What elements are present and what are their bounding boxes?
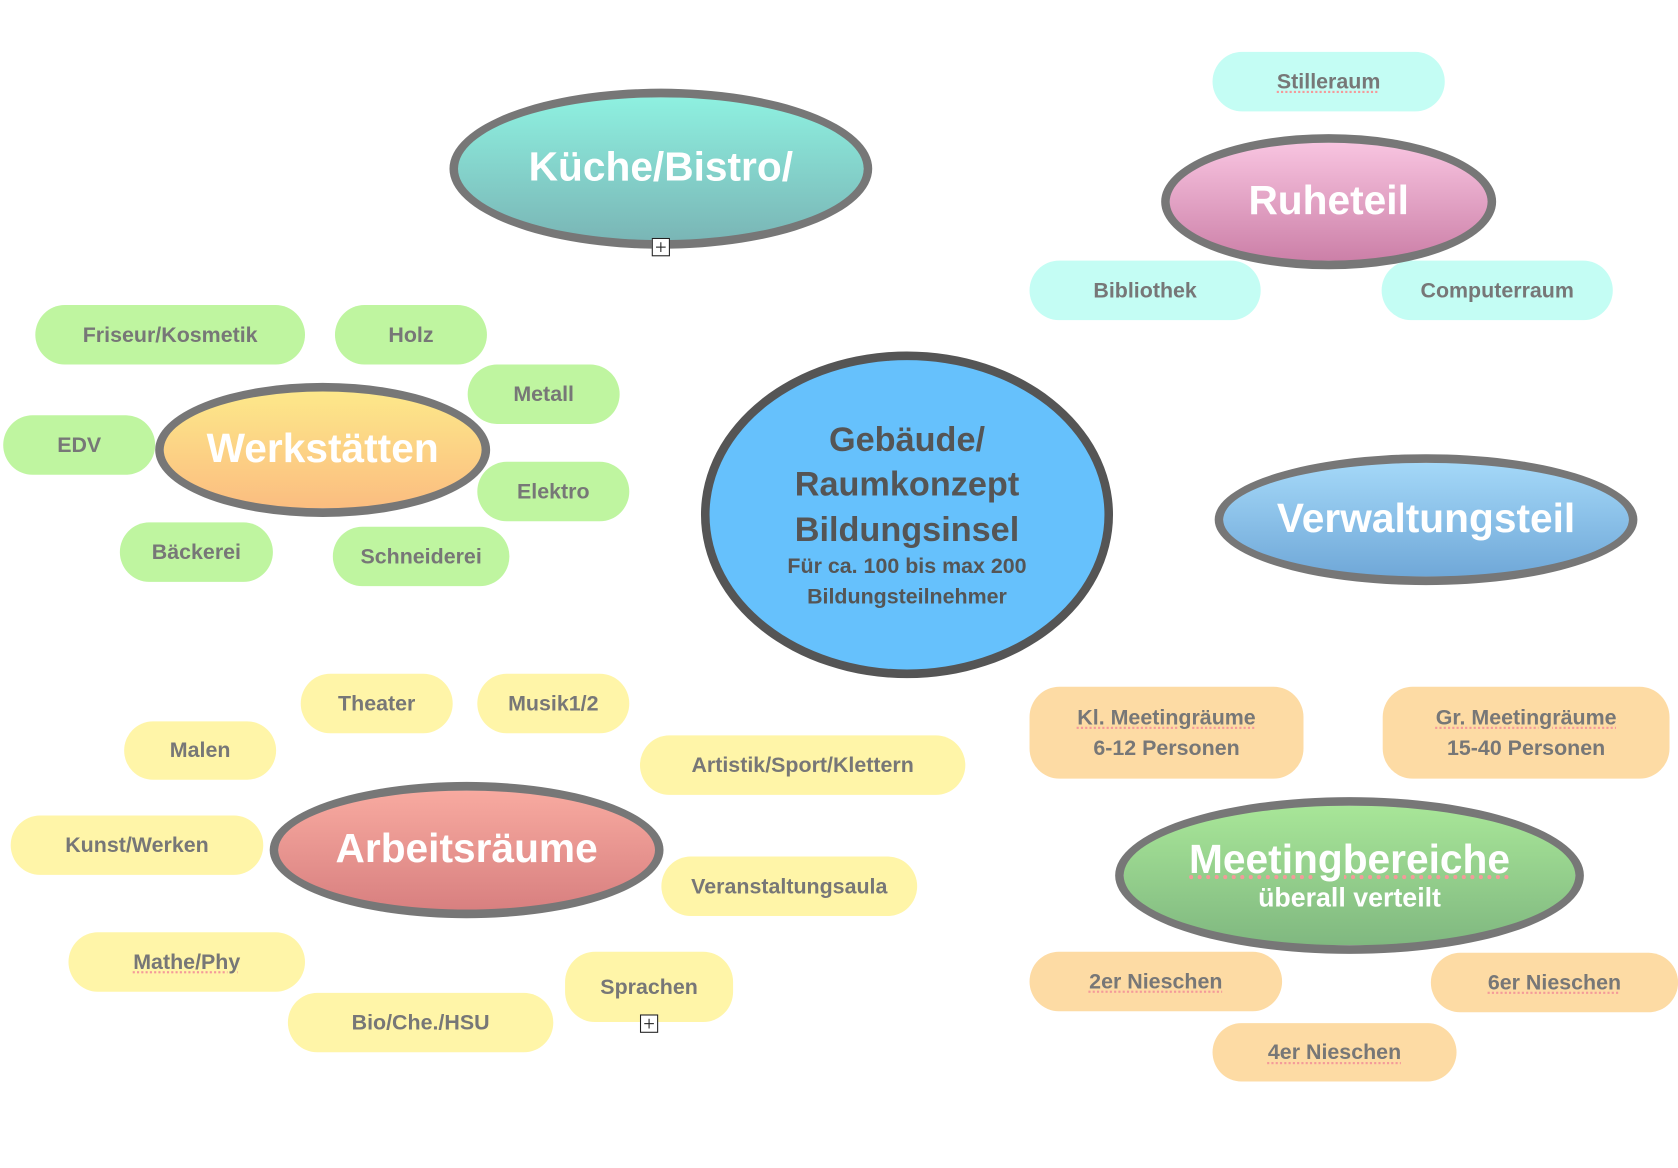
subtopic-label: Kl. Meetingräume [1077,705,1256,730]
topic-meetingbereiche-title: Meetingbereiche [1189,836,1510,883]
subtopic-label: Bäckerei [151,540,242,565]
subtopic-label: Metall [513,382,574,407]
subtopic-theater[interactable]: Theater [300,673,453,734]
subtopic-label: 4er Nieschen [1267,1040,1402,1065]
topic-verwaltungsteil-title: Verwaltungsteil [1276,495,1576,542]
topic-werkstaetten[interactable]: Werkstätten [155,382,491,517]
subtopic-label: 6er Nieschen [1487,970,1622,995]
subtopic-artistik[interactable]: Artistik/Sport/Klettern [639,735,966,795]
subtopic-label: Artistik/Sport/Klettern [691,753,914,778]
subtopic-label: Schneiderei [360,544,482,569]
subtopic-musik[interactable]: Musik1/2 [477,673,630,734]
subtopic-baeckerei[interactable]: Bäckerei [119,522,273,582]
subtopic-bio[interactable]: Bio/Che./HSU [287,992,554,1053]
subtopic-4er-nieschen[interactable]: 4er Nieschen [1212,1023,1457,1082]
subtopic-label: 6-12 Personen [1093,735,1240,760]
subtopic-2er-nieschen[interactable]: 2er Nieschen [1029,951,1283,1012]
subtopic-metall[interactable]: Metall [467,364,620,424]
subtopic-6er-nieschen[interactable]: 6er Nieschen [1430,952,1678,1013]
topic-werkstaetten-title: Werkstätten [206,426,439,472]
expand-icon[interactable] [651,237,670,257]
topic-kueche[interactable]: Küche/Bistro/ [449,88,873,249]
subtopic-computerraum[interactable]: Computerraum [1381,260,1613,321]
central-title-line1: Gebäude/ [828,419,986,459]
subtopic-label: Veranstaltungsaula [691,874,888,899]
subtopic-mathe[interactable]: Mathe/Phy [68,932,306,992]
topic-ruheteil-title: Ruheteil [1248,178,1409,224]
subtopic-label: Elektro [517,479,590,504]
subtopic-bibliothek[interactable]: Bibliothek [1029,260,1261,321]
central-subtitle-line2: Bildungsteilnehmer [807,585,1007,610]
subtopic-elektro[interactable]: Elektro [477,461,630,522]
subtopic-stilleraum[interactable]: Stilleraum [1212,51,1445,112]
topic-arbeitsraeume[interactable]: Arbeitsräume [269,781,664,919]
subtopic-label: Mathe/Phy [133,950,241,974]
subtopic-label: 2er Nieschen [1089,969,1223,994]
topic-meetingbereiche[interactable]: Meetingbereiche überall verteilt [1115,797,1584,954]
subtopic-label: EDV [57,433,102,457]
subtopic-kunst[interactable]: Kunst/Werken [10,815,264,875]
expand-icon[interactable] [639,1014,659,1033]
subtopic-label: Bio/Che./HSU [351,1010,490,1035]
topic-verwaltungsteil[interactable]: Verwaltungsteil [1214,454,1638,586]
subtopic-holz[interactable]: Holz [334,304,487,365]
subtopic-sprachen[interactable]: Sprachen [565,951,734,1023]
subtopic-label: Malen [169,738,231,763]
topic-arbeitsraeume-title: Arbeitsräume [335,826,598,872]
central-title-line2: Raumkonzept [794,464,1020,504]
central-subtitle-line1: Für ca. 100 bis max 200 [787,555,1027,580]
subtopic-label: 15-40 Personen [1446,735,1606,760]
subtopic-veranstaltungsaula[interactable]: Veranstaltungsaula [661,856,918,917]
topic-ruheteil[interactable]: Ruheteil [1161,134,1497,270]
subtopic-label: Kunst/Werken [65,833,209,858]
subtopic-label: Sprachen [600,974,698,999]
subtopic-label: Musik1/2 [508,691,599,716]
topic-kueche-title: Küche/Bistro/ [528,145,794,191]
subtopic-kl-meetingraeume[interactable]: Kl. Meetingräume 6-12 Personen [1029,686,1304,779]
subtopic-gr-meetingraeume[interactable]: Gr. Meetingräume 15-40 Personen [1382,686,1670,779]
subtopic-label: Friseur/Kosmetik [82,322,258,347]
subtopic-label: Computerraum [1420,278,1574,303]
subtopic-label: Theater [338,691,416,716]
subtopic-friseur[interactable]: Friseur/Kosmetik [35,304,306,365]
subtopic-label: Stilleraum [1276,69,1381,94]
central-topic[interactable]: Gebäude/ Raumkonzept Bildungsinsel Für c… [700,351,1114,679]
topic-meetingbereiche-subtitle: überall verteilt [1258,882,1441,913]
subtopic-edv[interactable]: EDV [3,415,156,475]
subtopic-schneiderei[interactable]: Schneiderei [332,526,510,587]
subtopic-malen[interactable]: Malen [124,721,277,780]
subtopic-label: Gr. Meetingräume [1435,705,1617,730]
subtopic-label: Bibliothek [1093,278,1197,303]
subtopic-label: Holz [388,322,434,347]
central-title-line3: Bildungsinsel [794,509,1020,549]
